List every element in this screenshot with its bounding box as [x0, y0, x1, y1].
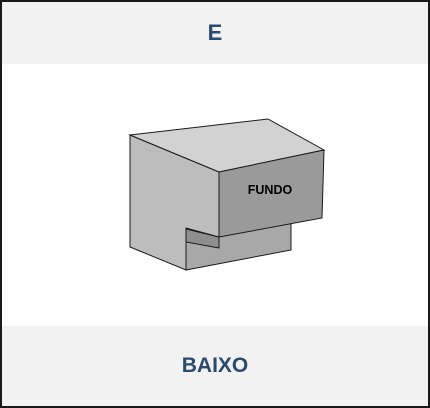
- face-label-fundo: FUNDO: [248, 183, 293, 197]
- footer-band: BAIXO: [2, 326, 428, 406]
- front-face: [218, 149, 325, 238]
- view-position-label: BAIXO: [181, 354, 249, 377]
- header-band: E: [2, 2, 428, 64]
- view-direction-label: E: [207, 20, 223, 45]
- object-illustration: FUNDO: [2, 64, 428, 326]
- isometric-block-drawing: FUNDO: [128, 118, 326, 271]
